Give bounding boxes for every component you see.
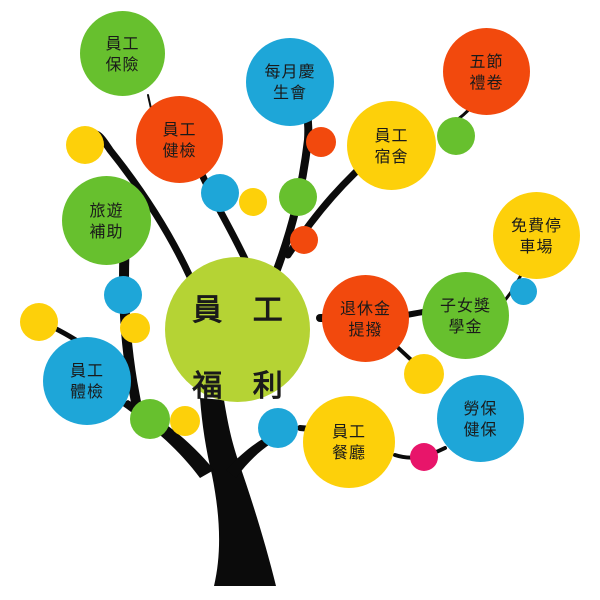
node-travel-subsidy: 旅遊補助: [62, 176, 151, 265]
node-employee-restaurant: 員工餐廳: [303, 396, 395, 488]
node-employee-physical-exam: 員工體檢: [43, 337, 131, 425]
deco-dot-green: [279, 178, 317, 216]
node-label-line1: 每月慶: [264, 62, 316, 81]
deco-dot-blue: [258, 408, 298, 448]
node-label-line1: 退休金: [339, 298, 391, 318]
node-employee-health-check: 員工健檢: [136, 96, 223, 183]
node-label-line2: 提撥: [348, 319, 383, 339]
node-label-line2: 體檢: [69, 382, 104, 401]
node-labor-health-insurance: 勞保健保: [437, 375, 524, 462]
center-node-employee-benefits: 員 工 福 利: [165, 257, 310, 404]
node-label-line2: 禮卷: [469, 72, 504, 92]
deco-dot-yellow: [239, 188, 267, 216]
center-label-line1: 員 工: [192, 292, 293, 328]
deco-dot-yellow: [66, 126, 104, 164]
tree-trunk: [200, 398, 276, 586]
node-label-line2: 學金: [448, 316, 483, 336]
node-label-line1: 勞保: [463, 398, 498, 418]
center-label-line2: 福 利: [192, 368, 293, 404]
deco-dot-blue: [510, 278, 537, 305]
node-label-line2: 生會: [272, 83, 307, 102]
node-label-line2: 餐廳: [331, 443, 366, 462]
deco-dot-yellow: [120, 313, 150, 343]
node-label-line2: 車場: [519, 236, 554, 256]
deco-dot-green: [437, 117, 475, 155]
node-label-line1: 子女獎: [439, 295, 491, 315]
node-festival-vouchers: 五節禮卷: [443, 28, 530, 115]
node-label-line1: 旅遊: [89, 200, 124, 220]
deco-dot-yellow: [404, 354, 444, 394]
node-label-line1: 員工: [162, 119, 197, 139]
deco-dot-red: [290, 226, 318, 254]
node-label-line2: 補助: [89, 221, 124, 241]
node-employee-dormitory: 員工宿舍: [347, 101, 436, 190]
node-label-line2: 健保: [463, 419, 498, 439]
node-monthly-birthday-party: 每月慶生會: [246, 38, 334, 126]
node-children-scholarship: 子女獎學金: [422, 272, 509, 359]
node-label-line1: 五節: [469, 51, 504, 71]
node-employee-insurance: 員工保險: [80, 11, 165, 96]
node-label-line1: 員工: [69, 361, 104, 380]
node-free-parking: 免費停車場: [493, 192, 580, 279]
deco-dot-yellow: [170, 406, 200, 436]
deco-dot-blue: [104, 276, 142, 314]
deco-dot-green: [130, 399, 170, 439]
node-label-line2: 宿舍: [374, 146, 409, 166]
deco-dot-magenta: [410, 443, 438, 471]
center-label: 員 工 福 利: [182, 254, 292, 406]
deco-dot-red: [306, 127, 336, 157]
node-label-line1: 免費停: [510, 215, 562, 235]
node-label-line1: 員工: [105, 33, 140, 53]
node-label-line2: 健檢: [162, 140, 197, 160]
node-label-line1: 員工: [374, 125, 409, 145]
node-retirement-fund: 退休金提撥: [322, 275, 409, 362]
deco-dot-blue: [201, 174, 239, 212]
deco-dot-yellow: [20, 303, 58, 341]
node-label-line2: 保險: [105, 54, 140, 74]
node-label-line1: 員工: [331, 422, 366, 441]
